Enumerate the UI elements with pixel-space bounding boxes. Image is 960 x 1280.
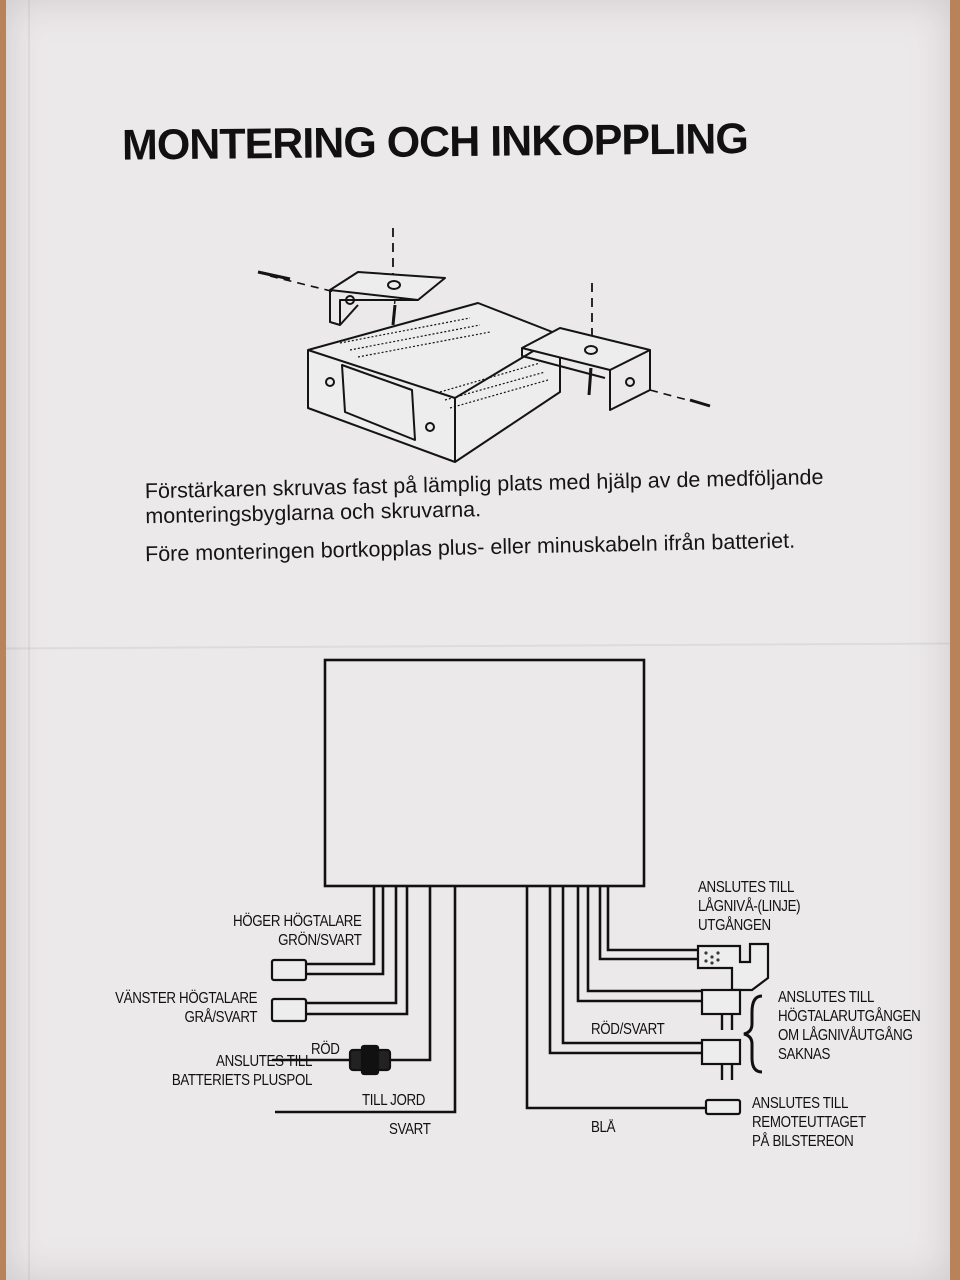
line-out-wire-1 bbox=[598, 886, 698, 961]
paper-sheet bbox=[6, 0, 950, 1280]
right-speaker-plug bbox=[270, 958, 308, 982]
line-out-label: ANSLUTES TILL LÅGNIVÅ-(LINJE) UTGÅNGEN bbox=[698, 879, 801, 934]
ground-color-label: SVART bbox=[389, 1121, 431, 1138]
right-speaker-wire-1 bbox=[305, 886, 376, 966]
red-black-wire-label: RÖD/SVART bbox=[591, 1021, 665, 1038]
battery-label: ANSLUTES TILL BATTERIETS PLUSPOL bbox=[171, 1053, 313, 1089]
speaker-out-wire-3 bbox=[576, 886, 702, 1003]
right-speaker-wire-2 bbox=[305, 886, 385, 976]
line-out-wire-2 bbox=[606, 886, 698, 952]
speaker-out-plug-2 bbox=[700, 1038, 742, 1066]
remote-wire bbox=[525, 886, 708, 1110]
speaker-out-wire-2 bbox=[561, 886, 702, 1045]
rca-plug bbox=[696, 942, 770, 992]
curly-brace bbox=[743, 994, 763, 1074]
battery-wire bbox=[272, 886, 432, 1062]
speaker-out-wire-4 bbox=[586, 886, 702, 993]
right-speaker-label: HÖGER HÖGTALARE GRÖN/SVART bbox=[233, 913, 362, 949]
remote-plug bbox=[704, 1098, 742, 1116]
speaker-out-wire-1 bbox=[548, 886, 702, 1055]
fold-crease-vertical bbox=[28, 0, 30, 1280]
left-speaker-plug bbox=[270, 997, 308, 1023]
fuse bbox=[360, 1044, 380, 1076]
red-wire-label: RÖD bbox=[311, 1041, 340, 1058]
left-speaker-wire-1 bbox=[305, 886, 398, 1005]
speaker-out-plug-1 bbox=[700, 988, 742, 1016]
ground-label: TILL JORD bbox=[362, 1092, 426, 1109]
blue-wire-label: BLÅ bbox=[591, 1119, 616, 1136]
speaker-out-label: ANSLUTES TILL HÖGTALARUTGÅNGEN OM LÅGNIV… bbox=[778, 989, 921, 1063]
left-speaker-wire-2 bbox=[305, 886, 409, 1016]
remote-label: ANSLUTES TILL REMOTEUTTAGET PÅ BILSTEREO… bbox=[752, 1095, 866, 1150]
ground-wire bbox=[275, 886, 457, 1114]
amplifier-box bbox=[323, 658, 646, 888]
left-speaker-label: VÄNSTER HÖGTALARE GRÅ/SVART bbox=[114, 990, 257, 1026]
